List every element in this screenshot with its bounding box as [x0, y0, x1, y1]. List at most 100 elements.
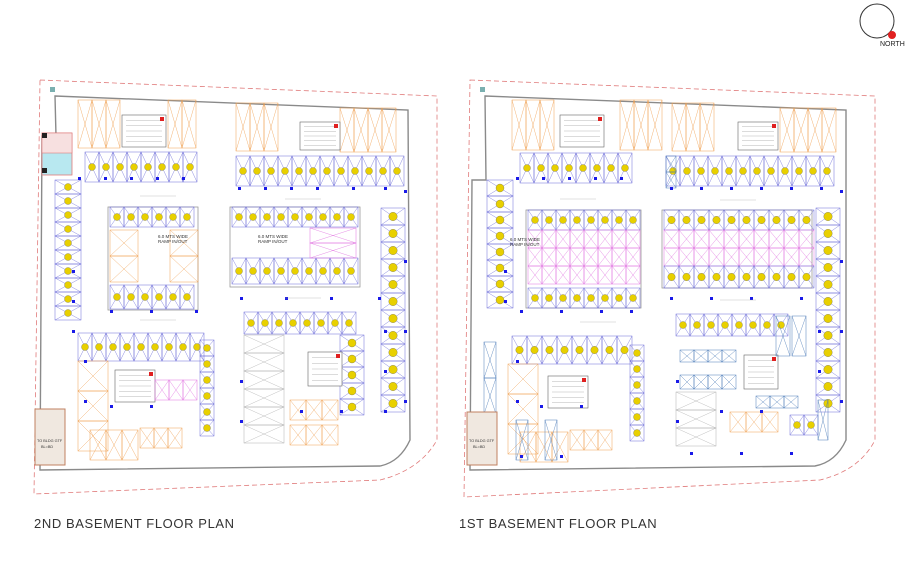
structural-column [290, 187, 293, 190]
car-symbol [495, 295, 505, 305]
car-symbol [697, 273, 706, 281]
parking-stall-diagonal [541, 247, 557, 267]
structural-column [156, 177, 159, 180]
tank-label-line1: TO BLDG GTF [37, 439, 63, 443]
parking-stall-diagonal [817, 399, 829, 441]
parking-stall [486, 291, 514, 309]
parking-stall-diagonal [77, 360, 109, 392]
car-symbol [186, 163, 194, 171]
parking-stall-diagonal [611, 265, 627, 285]
ramp-label-line2: RAMP IN/OUT [510, 242, 540, 247]
car-symbol [303, 319, 311, 327]
car-symbol [388, 365, 398, 374]
parking-stall-diagonal [678, 229, 695, 249]
parking-stall-diagonal [483, 377, 497, 415]
parking-stall [309, 242, 357, 259]
structural-column [840, 330, 843, 333]
parking-stall-diagonal [597, 229, 613, 249]
car-symbol [633, 413, 641, 421]
structural-column [676, 380, 679, 383]
parking-stall-diagonal [167, 427, 183, 449]
parking-stall-diagonal [708, 247, 725, 267]
parking-stall-diagonal [169, 229, 199, 257]
parking-stall-diagonal [611, 247, 627, 267]
car-symbol [559, 216, 567, 224]
parking-stall [544, 419, 558, 461]
stair-core [547, 375, 589, 409]
parking-stall [625, 265, 641, 285]
parking-stall-diagonal [77, 390, 109, 422]
car-symbol [347, 370, 357, 380]
car-symbol [64, 309, 72, 317]
parking-stall-diagonal [769, 395, 785, 409]
structural-column [580, 405, 583, 408]
parking-stall-diagonal [783, 229, 800, 249]
stair-marker [149, 372, 153, 376]
structural-column [520, 455, 523, 458]
parking-stall-diagonal [678, 247, 695, 267]
parking-stall-diagonal [555, 229, 571, 249]
car-symbol [388, 229, 398, 238]
site-boundary [463, 79, 876, 498]
stair-marker [334, 124, 338, 128]
parking-stall-diagonal [541, 265, 557, 285]
car-symbol [183, 293, 191, 301]
car-symbol [203, 360, 211, 368]
car-symbol [621, 164, 629, 172]
car-symbol [169, 213, 177, 221]
parking-stall-diagonal [555, 265, 571, 285]
parking-stall [775, 315, 791, 357]
car-symbol [388, 348, 398, 357]
structural-column [404, 400, 407, 403]
car-symbol [725, 167, 733, 175]
structural-column [594, 177, 597, 180]
parking-stall [821, 107, 837, 153]
parking-stall-diagonal [775, 315, 791, 357]
parking-stall [783, 395, 799, 409]
car-symbol [712, 216, 721, 224]
parking-stall-diagonal [249, 102, 265, 152]
structural-column [600, 310, 603, 313]
car-symbol [155, 293, 163, 301]
car-symbol [319, 213, 327, 221]
structural-column [72, 270, 75, 273]
car-symbol [113, 213, 121, 221]
stair-marker [772, 124, 776, 128]
car-symbol [291, 213, 299, 221]
car-symbol [593, 164, 601, 172]
structural-column [384, 187, 387, 190]
parking-stall-diagonal [583, 229, 599, 249]
north-label: NORTH [880, 41, 905, 48]
parking-stall [625, 287, 641, 309]
car-symbol [203, 392, 211, 400]
car-symbol [823, 382, 833, 391]
parking-stall-diagonal [263, 102, 279, 152]
car-symbol [388, 399, 398, 408]
car-symbol [697, 167, 705, 175]
car-symbol [531, 294, 539, 302]
parking-stall [791, 315, 807, 357]
car-symbol [807, 421, 815, 429]
parking-stall-diagonal [675, 391, 717, 411]
car-symbol [179, 343, 187, 351]
car-symbol [795, 167, 803, 175]
car-symbol [281, 167, 289, 175]
parking-stall-diagonal [675, 409, 717, 429]
car-symbol [337, 167, 345, 175]
parking-stall-diagonal [289, 399, 307, 421]
car-symbol [727, 216, 736, 224]
parking-stall [343, 206, 359, 228]
tank-label-line2: BL=BD [473, 445, 485, 449]
car-symbol [323, 167, 331, 175]
structural-column [670, 187, 673, 190]
parking-stall-diagonal [707, 374, 723, 390]
site-boundary [33, 79, 438, 495]
car-symbol [203, 408, 211, 416]
parking-stall-diagonal [305, 424, 323, 446]
parking-stall-diagonal [569, 247, 585, 267]
structural-column [700, 187, 703, 190]
parking-stall [507, 423, 539, 455]
structural-column [720, 410, 723, 413]
parking-stall [617, 152, 633, 184]
parking-stall-diagonal [708, 229, 725, 249]
